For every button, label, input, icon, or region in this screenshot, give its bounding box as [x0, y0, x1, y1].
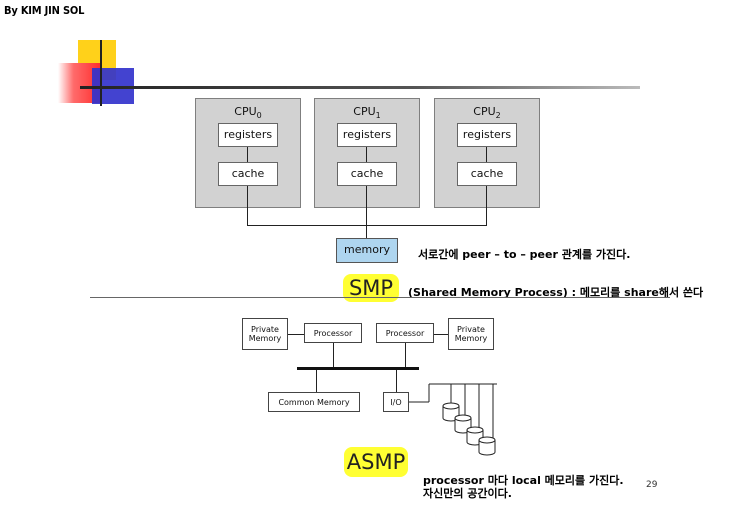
cpu-1-reg-cache-link [366, 147, 367, 162]
cpu-2-registers: registers [457, 123, 517, 147]
cpu-0-bus-drop [247, 186, 248, 226]
cpu-1-cache: cache [337, 162, 397, 186]
cpu-1-bus-drop [366, 186, 367, 238]
cpu-1-registers: registers [337, 123, 397, 147]
cpu-0-block: CPU0 [195, 98, 301, 208]
cpu-0-registers: registers [218, 123, 278, 147]
asmp-left-pm-link [288, 334, 304, 335]
author-label: By KIM JIN SOL [4, 4, 85, 17]
cpu-1-title: CPU1 [353, 105, 381, 121]
asmp-processor-right: Processor [376, 323, 434, 343]
header-rule [80, 86, 640, 89]
asmp-private-memory-left: Private Memory [242, 318, 288, 350]
asmp-note-line2: 자신만의 공간이다. [423, 487, 512, 500]
cpu-1-block: CPU1 [314, 98, 420, 208]
smp-memory-box: memory [336, 238, 398, 263]
logo-vertical-line [100, 40, 102, 106]
asmp-io-box: I/O [383, 392, 409, 412]
asmp-bus-io-link [396, 370, 397, 392]
asmp-label-badge: ASMP [344, 447, 408, 477]
asmp-disk-stack [409, 383, 497, 456]
cpu-2-cache: cache [457, 162, 517, 186]
asmp-right-pm-link [434, 334, 448, 335]
smp-bus [247, 225, 487, 226]
asmp-right-proc-bus-link [405, 343, 406, 368]
cpu-2-block: CPU2 [434, 98, 540, 208]
page-number: 29 [646, 480, 658, 490]
asmp-left-proc-bus-link [333, 343, 334, 368]
asmp-note-line1: processor 마다 local 메모리를 가진다. [423, 474, 624, 487]
asmp-common-memory: Common Memory [268, 392, 360, 412]
smp-peer-note: 서로간에 peer – to – peer 관계를 가진다. [418, 248, 631, 261]
section-divider [90, 297, 670, 298]
cpu-2-bus-drop [486, 186, 487, 226]
cpu-2-reg-cache-link [486, 147, 487, 162]
cpu-2-title: CPU2 [473, 105, 501, 121]
asmp-bus [297, 367, 419, 370]
smp-description: (Shared Memory Process) : 메모리를 share해서 쓴… [408, 286, 704, 299]
asmp-processor-left: Processor [304, 323, 362, 343]
cpu-0-cache: cache [218, 162, 278, 186]
asmp-bus-common-link [316, 370, 317, 392]
asmp-private-memory-right: Private Memory [448, 318, 494, 350]
cpu-0-reg-cache-link [247, 147, 248, 162]
cpu-0-title: CPU0 [234, 105, 262, 121]
